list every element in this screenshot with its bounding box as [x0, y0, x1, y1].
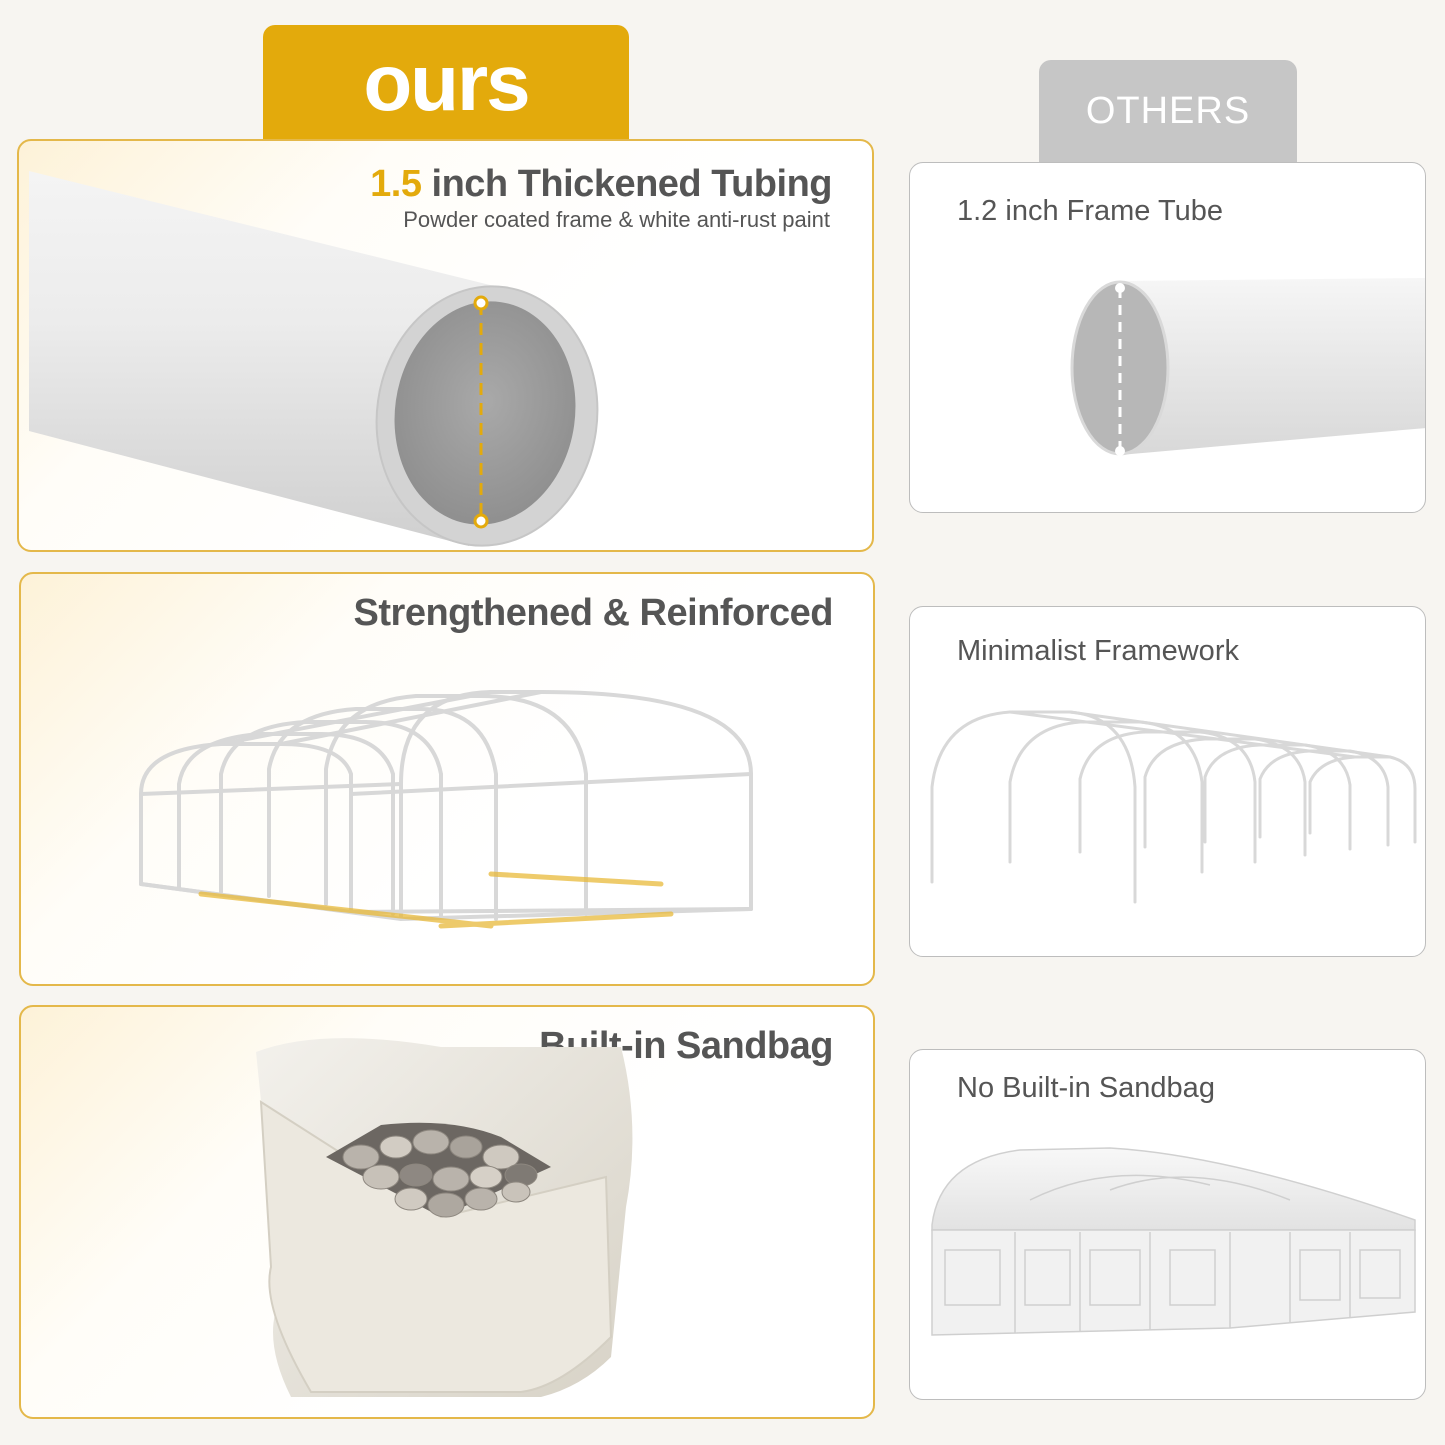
thick-tube-image: [29, 171, 599, 547]
ours-tab-label: ours: [363, 37, 530, 127]
sandbag-image: [256, 1038, 633, 1397]
ours-panel-frame: Strengthened & Reinforced: [19, 572, 875, 986]
greenhouse-frame-image: [139, 690, 753, 929]
others-panel-tubing: 1.2 inch Frame Tube: [909, 162, 1426, 513]
ours-panel-tubing: 1.5 inch Thickened Tubing Powder coated …: [17, 139, 874, 552]
ours-frame-title: Strengthened & Reinforced: [353, 592, 834, 634]
others-tubing-title: 1.2 inch Frame Tube: [957, 195, 1223, 227]
ours-tab: ours: [263, 25, 629, 140]
thin-tube-image: [1070, 278, 1425, 456]
ours-tubing-title: 1.5 inch Thickened Tubing: [370, 163, 832, 206]
ours-tubing-subtitle: Powder coated frame & white anti-rust pa…: [403, 207, 830, 232]
others-panel-sandbag: No Built-in Sandbag: [909, 1049, 1426, 1400]
tent-image: [931, 1147, 1416, 1336]
others-sandbag-title: No Built-in Sandbag: [957, 1072, 1215, 1104]
minimal-frame-image: [930, 710, 1417, 904]
others-frame-title: Minimalist Framework: [957, 635, 1239, 667]
others-tab-label: OTHERS: [1085, 90, 1251, 132]
ours-tubing-title-accent: 1.5: [370, 163, 422, 205]
others-tab: OTHERS: [1039, 60, 1297, 163]
ours-tubing-title-rest: inch Thickened Tubing: [421, 163, 833, 205]
others-panel-frame: Minimalist Framework: [909, 606, 1426, 957]
ours-panel-sandbag: Built-in Sandbag: [19, 1005, 875, 1419]
